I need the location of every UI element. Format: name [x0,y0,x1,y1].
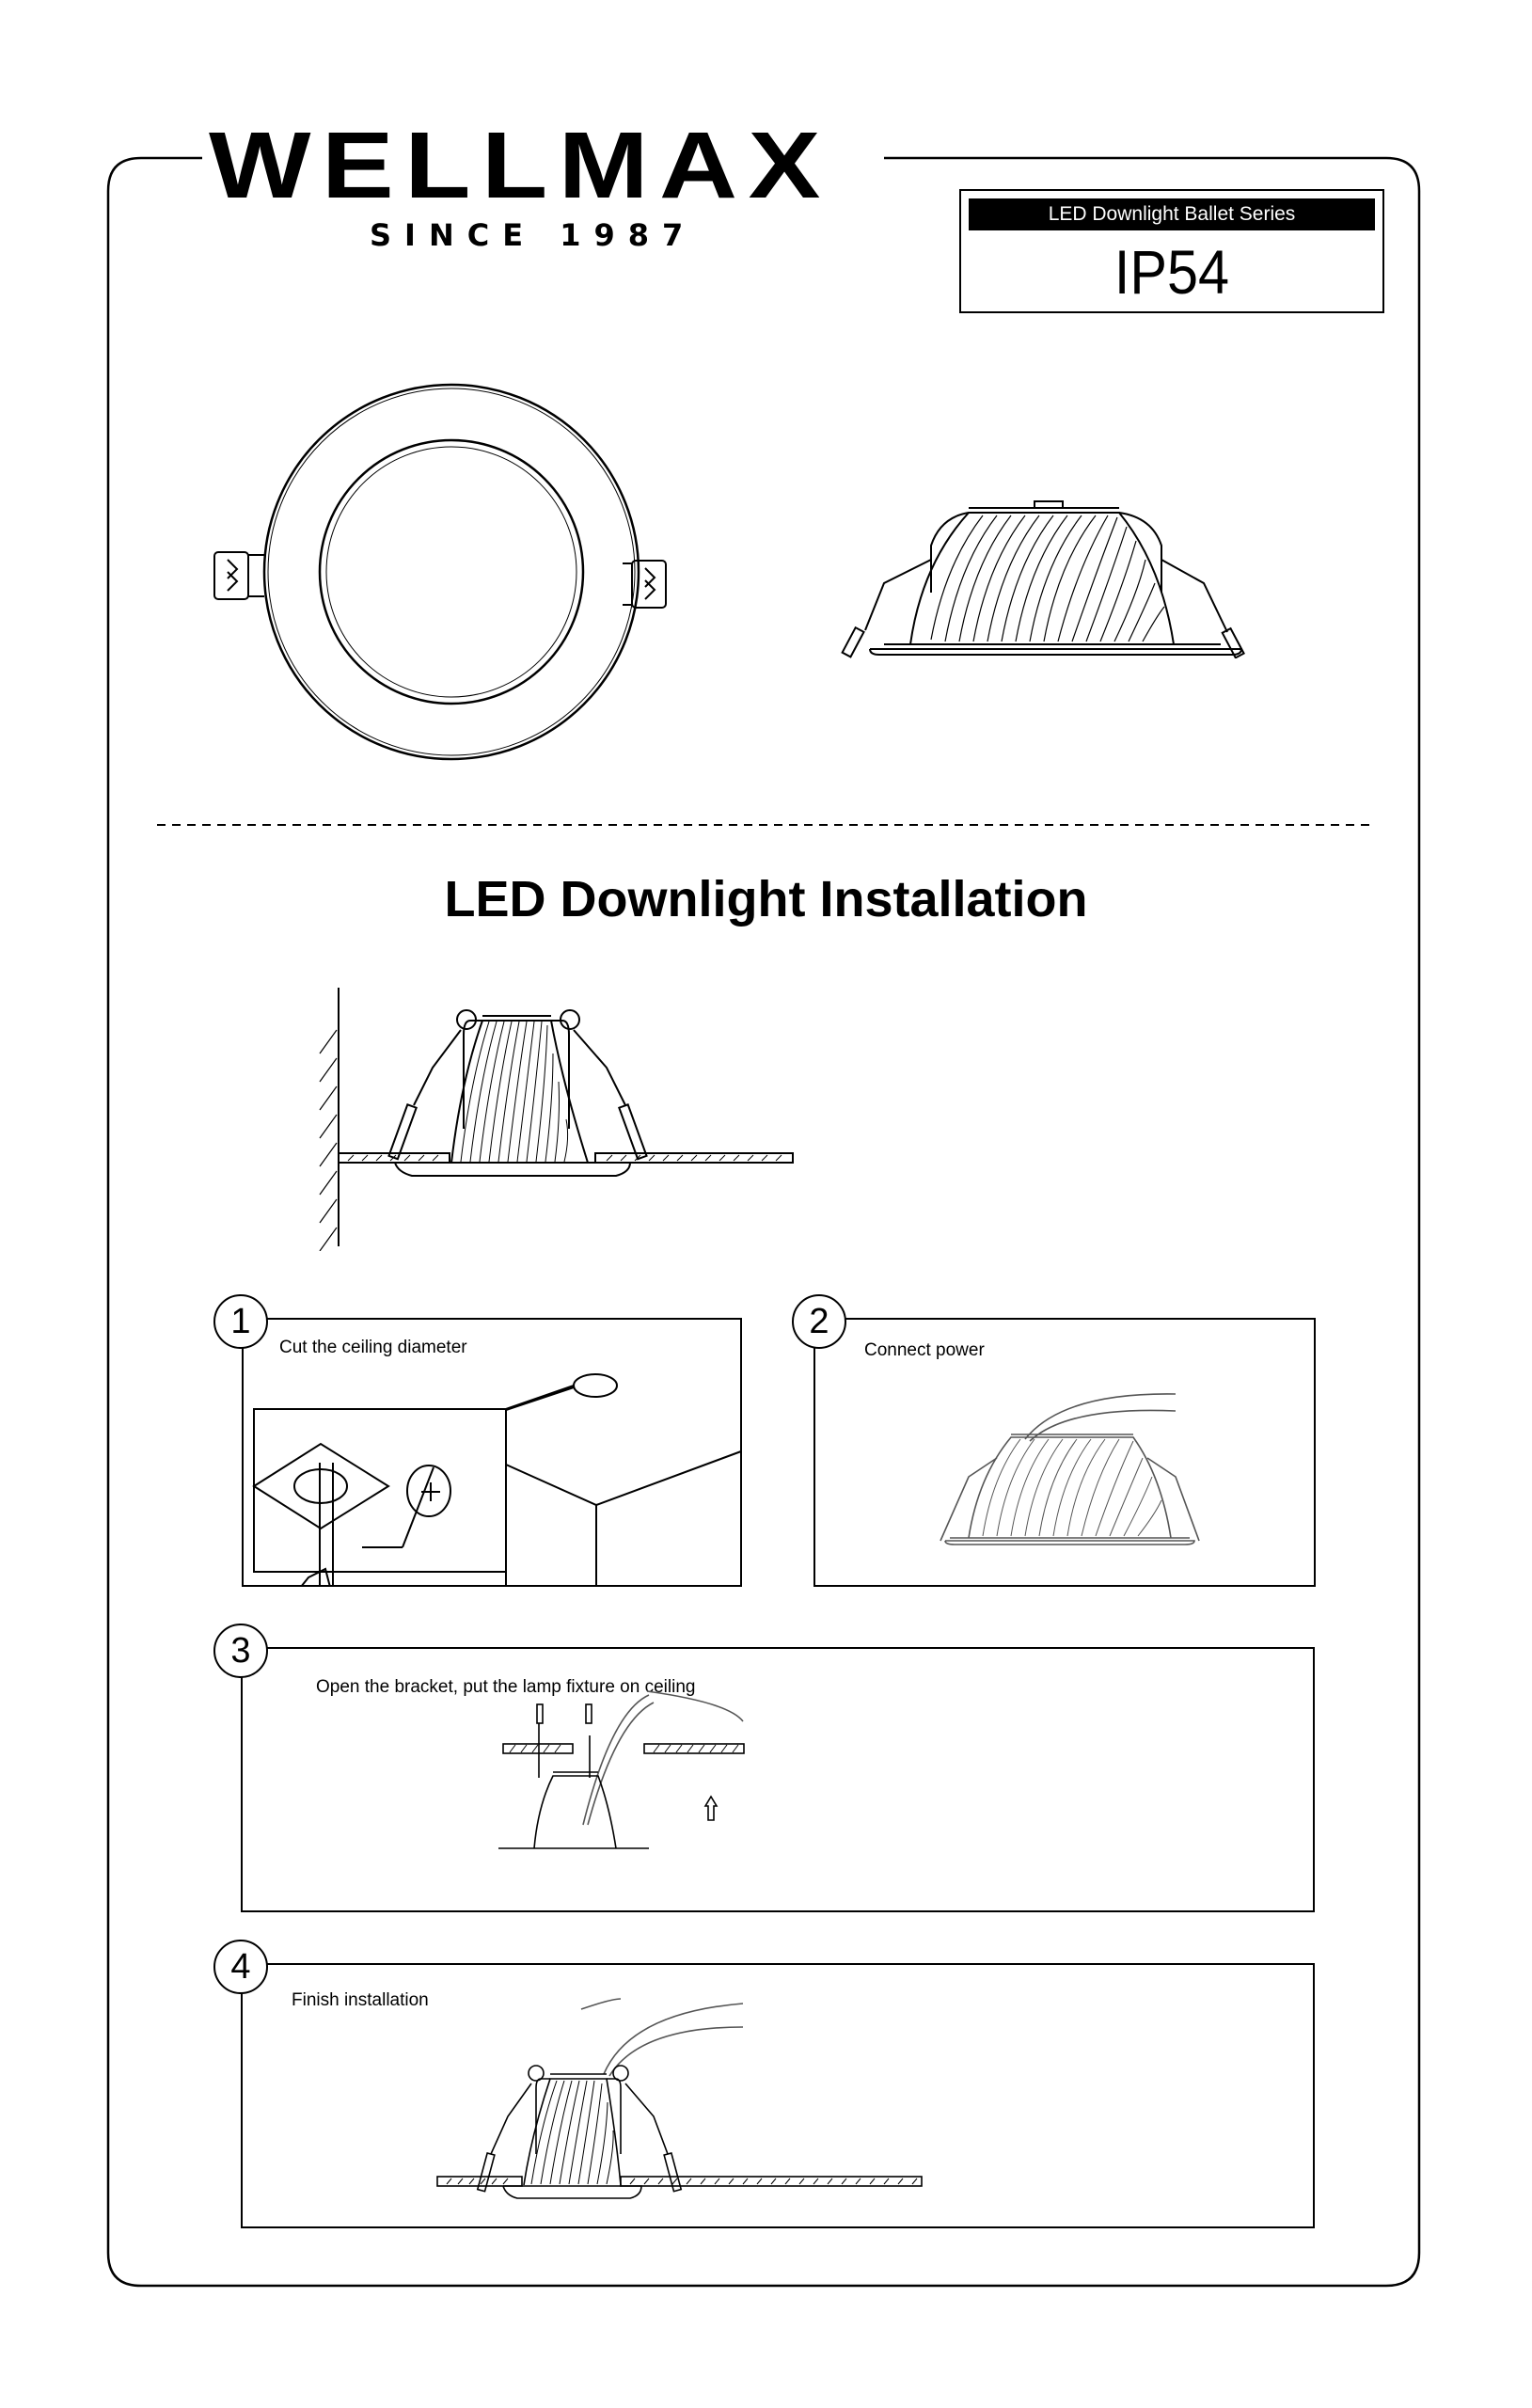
series-name: LED Downlight Ballet Series [969,198,1375,230]
step-3-text: Open the bracket, put the lamp fixture o… [316,1677,696,1697]
installation-title: LED Downlight Installation [444,871,1088,927]
ceiling-cut-icon [252,1373,741,1586]
step-2-text: Connect power [864,1340,985,1360]
step-1-number: 1 [213,1294,268,1349]
connect-power-icon [940,1393,1200,1545]
ip-rating: IP54 [1113,237,1230,307]
step-2-number: 2 [792,1294,846,1349]
downlight-top-view-icon [213,383,667,761]
downlight-installed-icon [319,988,794,1251]
brand-logo: WELLMAX [209,113,831,218]
step-1-text: Cut the ceiling diameter [279,1338,467,1357]
step-4-number: 4 [213,1940,268,1994]
step-4-text: Finish installation [292,1990,429,2010]
brand-tagline: SINCE 1987 [370,217,697,253]
downlight-side-view-icon [841,500,1245,658]
finished-installation-icon [436,1998,923,2199]
series-label-box: LED Downlight Ballet Series IP54 [959,189,1384,313]
step-3-number: 3 [213,1624,268,1678]
place-fixture-icon [498,1690,745,1849]
